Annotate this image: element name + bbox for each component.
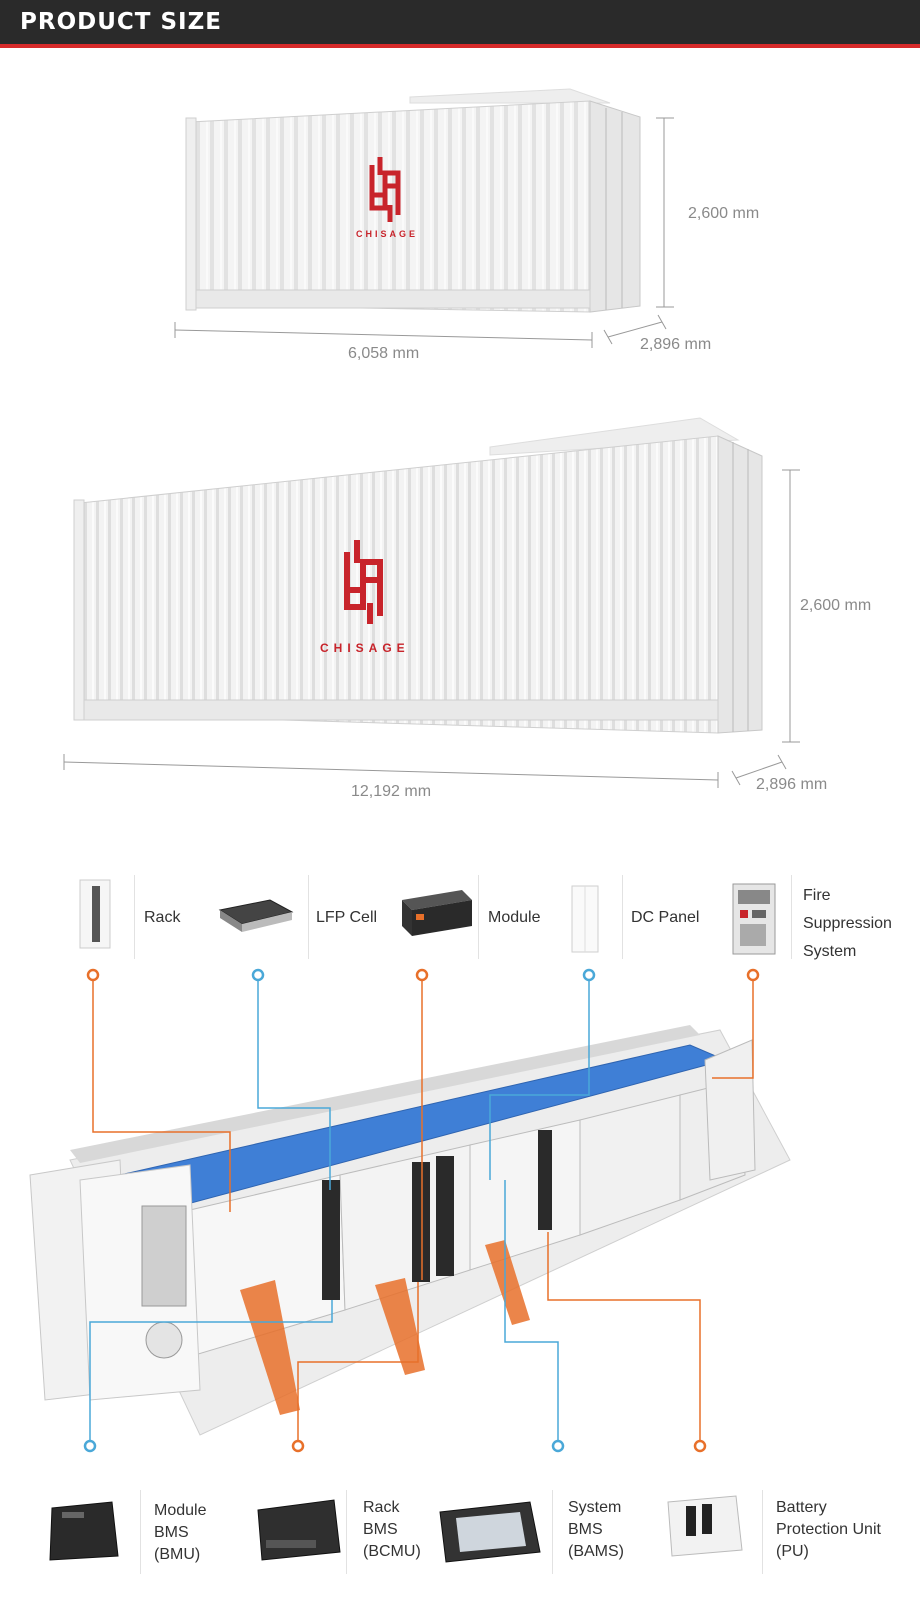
component-label-dc-panel: DC Panel [631, 909, 700, 926]
pu-icon [667, 1495, 743, 1557]
top-component-icons [79, 879, 776, 955]
bmu-icon [49, 1501, 119, 1561]
callout-dot [86, 968, 100, 982]
container-40ft-length: 12,192 mm [351, 783, 432, 800]
component-label-bams: System BMS (BAMS) [568, 1499, 624, 1560]
container-20ft-length: 6,058 mm [348, 345, 420, 362]
callout-dot [582, 968, 596, 982]
divider [622, 875, 623, 959]
component-label-bcmu: Rack BMS (BCMU) [363, 1499, 421, 1560]
header-bar [0, 0, 920, 44]
divider [762, 1490, 763, 1574]
component-label-module: Module [488, 909, 541, 926]
divider [140, 1490, 141, 1574]
divider [791, 875, 792, 959]
callout-dot [291, 1439, 305, 1453]
module-icon [402, 890, 472, 936]
container-40ft-height: 2,600 mm [800, 597, 872, 614]
divider [478, 875, 479, 959]
callout-dot [693, 1439, 707, 1453]
rack-icon [79, 879, 111, 949]
container-20ft-height: 2,600 mm [688, 205, 760, 222]
dc-panel-icon [571, 885, 599, 953]
component-label-pu: Battery Protection Unit (PU) [776, 1499, 881, 1560]
bams-icon [439, 1501, 541, 1563]
system-cutaway-illustration [29, 968, 791, 1453]
callout-dot [415, 968, 429, 982]
callout-dot [551, 1439, 565, 1453]
page-title: PRODUCT SIZE [20, 9, 222, 35]
divider [552, 1490, 553, 1574]
callout-dot [251, 968, 265, 982]
divider [134, 875, 135, 959]
container-40ft-width: 2,896 mm [756, 776, 828, 793]
component-label-bmu: Module BMS (BMU) [154, 1502, 207, 1563]
bcmu-icon [257, 1499, 341, 1561]
component-label-lfp-cell: LFP Cell [316, 909, 378, 926]
chisage-logo-icon [369, 157, 401, 222]
container-20ft-illustration [174, 88, 674, 348]
fire-suppression-icon [732, 883, 776, 955]
header-accent-line [0, 44, 920, 48]
callout-dot [746, 968, 760, 982]
container-20ft-width: 2,896 mm [640, 336, 712, 353]
component-label-rack: Rack [144, 909, 181, 926]
container-40ft-brand: CHISAGE [320, 641, 410, 655]
container-20ft-brand: CHISAGE [356, 229, 419, 239]
chisage-logo-icon [344, 540, 383, 624]
callout-dot [83, 1439, 97, 1453]
divider [346, 1490, 347, 1574]
component-label-fire-suppression: Fire Suppression System [803, 887, 892, 960]
lfp-cell-icon [218, 899, 294, 932]
divider [308, 875, 309, 959]
container-40ft-illustration [63, 417, 800, 788]
